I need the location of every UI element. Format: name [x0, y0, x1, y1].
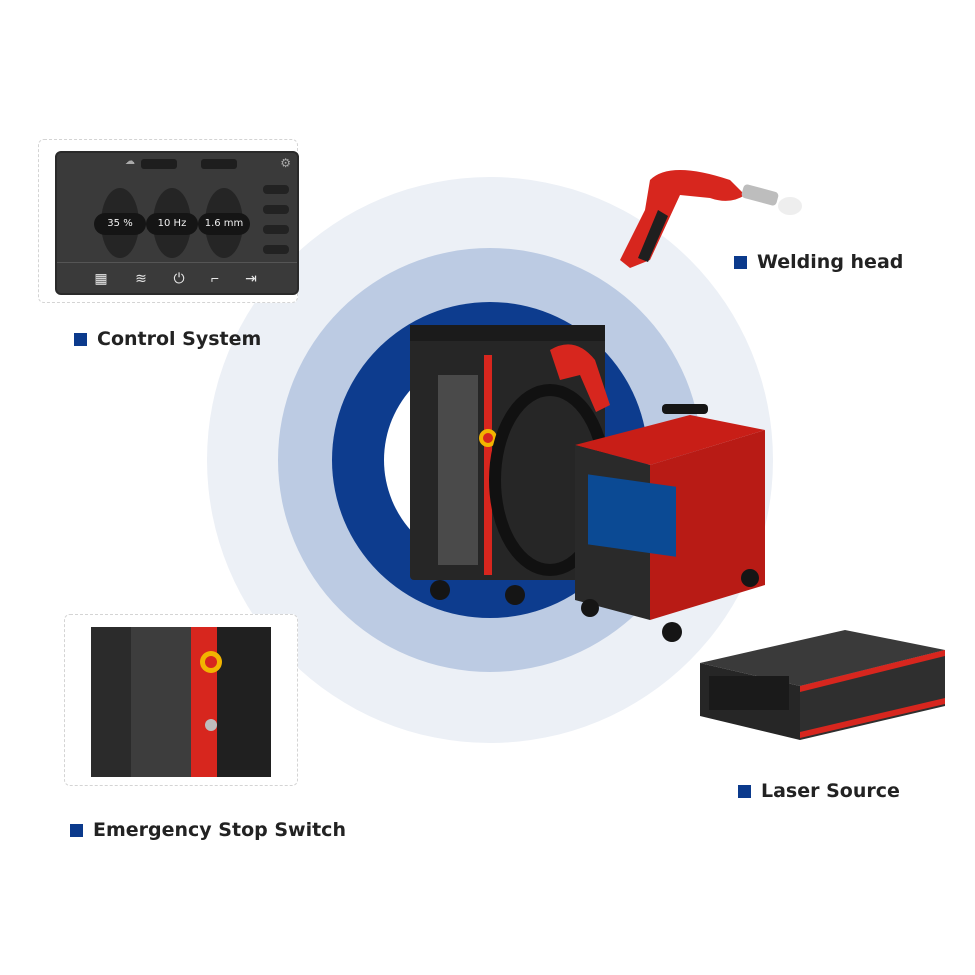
chiller-right [650, 430, 765, 620]
side-button-2[interactable] [263, 205, 289, 214]
indicator-light [208, 686, 214, 692]
control-panel-screen: ⚙ ☁ 35 % 10 Hz 1.6 mm ▦ ≋ ⏻ ⌐ ⇥ [55, 151, 299, 295]
estop-button-core [205, 656, 217, 668]
welding-gun-grip [638, 210, 668, 262]
wheel [662, 622, 682, 642]
welding-tip [778, 197, 802, 215]
side-panel-right [217, 627, 271, 777]
power-value: 35 % [94, 213, 146, 235]
grid-icon[interactable]: ▦ [94, 270, 108, 286]
power-icon[interactable]: ⏻ [173, 270, 185, 286]
side-button-1[interactable] [263, 185, 289, 194]
width-value: 1.6 mm [198, 213, 250, 235]
cabinet-red-strip [484, 355, 492, 575]
wheel [430, 580, 450, 600]
cabinet-top [410, 325, 605, 341]
wheel [581, 599, 599, 617]
side-panel-mesh [131, 627, 191, 777]
control-system-frame: ⚙ ☁ 35 % 10 Hz 1.6 mm ▦ ≋ ⏻ ⌐ ⇥ [38, 139, 299, 303]
gun-icon[interactable]: ⌐ [210, 270, 220, 286]
laser-source-red-stripe [800, 650, 945, 692]
welding-gun-body [620, 170, 745, 268]
hanging-gun [550, 344, 610, 412]
control-system-label: Control System [74, 328, 261, 350]
label-marker-icon [74, 332, 87, 346]
laser-welding-machine-image [410, 325, 765, 642]
laser-source-side [800, 650, 945, 740]
welding-nozzle [741, 184, 779, 206]
wheel [505, 585, 525, 605]
side-panel-dark [91, 627, 131, 777]
chiller-top [575, 415, 765, 465]
chiller-handle [662, 404, 708, 414]
emergency-button-core [483, 433, 493, 443]
emergency-stop-image [91, 627, 271, 777]
laser-source-text: Laser Source [761, 780, 900, 802]
label-marker-icon [734, 255, 747, 269]
frequency-value: 10 Hz [146, 213, 198, 235]
laser-source-image [700, 630, 945, 740]
laser-source-label: Laser Source [738, 780, 900, 802]
label-marker-icon [70, 823, 83, 837]
unit-pill [201, 159, 237, 169]
control-system-text: Control System [97, 328, 262, 350]
cloud-icon: ☁ [125, 156, 135, 167]
emergency-stop-text: Emergency Stop Switch [93, 819, 346, 841]
welding-head-label: Welding head [734, 251, 903, 273]
settings-gear-icon: ⚙ [280, 156, 291, 170]
control-panel-bottom-bar: ▦ ≋ ⏻ ⌐ ⇥ [57, 262, 297, 293]
welding-head-image [620, 170, 802, 268]
emergency-stop-label: Emergency Stop Switch [70, 819, 346, 841]
welding-head-text: Welding head [757, 251, 904, 273]
key-switch [205, 719, 217, 731]
control-panel-topbar: ⚙ ☁ [57, 153, 297, 175]
wheel [741, 569, 759, 587]
mode-pill [141, 159, 177, 169]
front-vent [709, 676, 789, 710]
label-marker-icon [738, 784, 751, 798]
cabinet-mesh [438, 375, 478, 565]
laser-source-red-stripe [800, 698, 945, 738]
wind-icon[interactable]: ≋ [135, 270, 147, 286]
emergency-stop-frame [64, 614, 298, 786]
side-button-3[interactable] [263, 225, 289, 234]
side-button-4[interactable] [263, 245, 289, 254]
login-icon[interactable]: ⇥ [245, 270, 257, 286]
indicator-light [208, 699, 214, 705]
laser-source-top [700, 630, 945, 686]
chiller-panel [588, 474, 676, 557]
